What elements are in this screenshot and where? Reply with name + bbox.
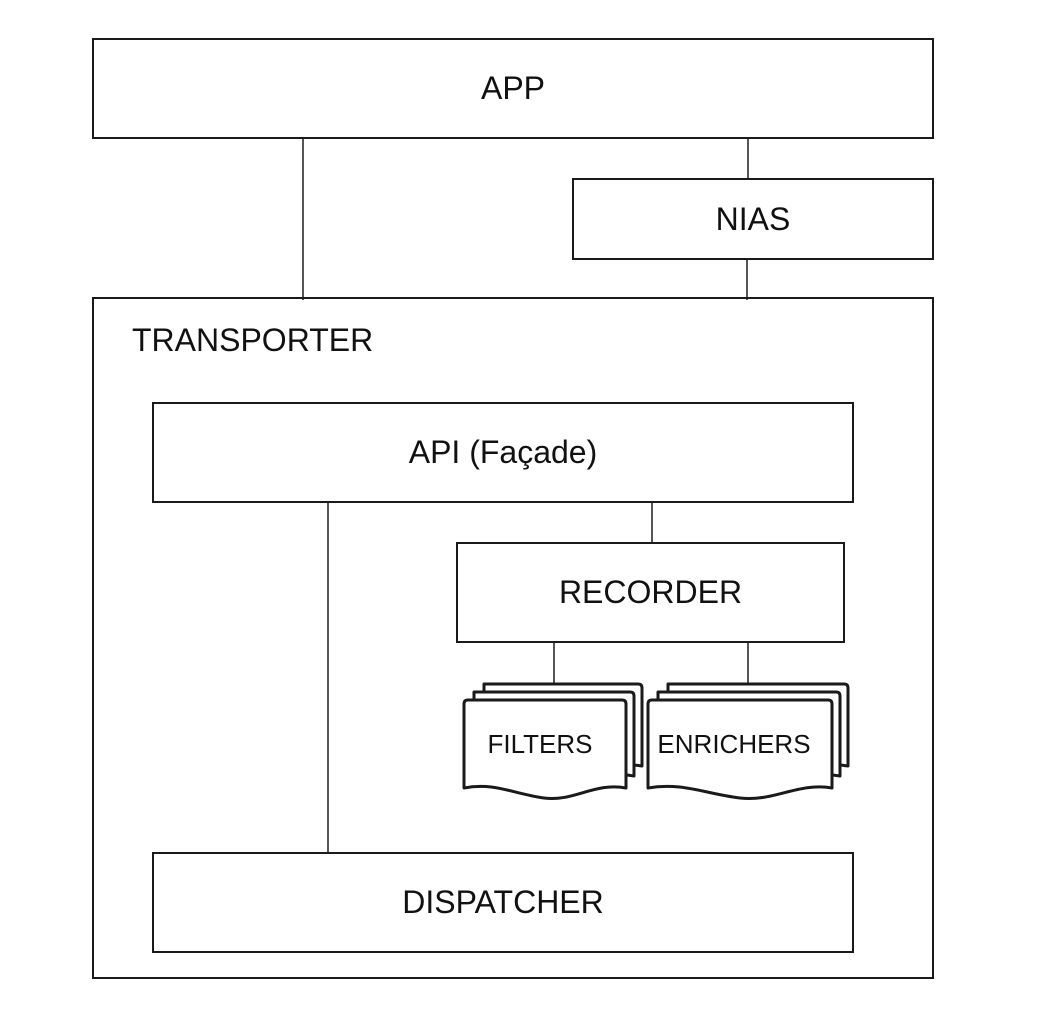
app-label: APP bbox=[480, 70, 546, 106]
app-to-transporter-connector bbox=[302, 138, 304, 300]
enrichers-label: ENRICHERS bbox=[657, 729, 810, 759]
api-facade-box: API (Façade) bbox=[152, 402, 854, 503]
transporter-label: TRANSPORTER bbox=[132, 322, 374, 358]
api-facade-label: API (Façade) bbox=[408, 434, 598, 470]
api-to-dispatcher-connector bbox=[327, 502, 329, 854]
recorder-box: RECORDER bbox=[456, 542, 845, 643]
filters-label: FILTERS bbox=[488, 729, 593, 759]
enrichers-multi-document: ENRICHERS bbox=[646, 682, 850, 801]
api-to-recorder-connector bbox=[651, 502, 653, 544]
nias-box: NIAS bbox=[572, 178, 934, 260]
filters-multi-document: FILTERS bbox=[462, 682, 644, 801]
recorder-label: RECORDER bbox=[558, 574, 743, 610]
dispatcher-box: DISPATCHER bbox=[152, 852, 854, 953]
nias-label: NIAS bbox=[715, 200, 791, 237]
app-to-nias-connector bbox=[747, 138, 749, 180]
dispatcher-label: DISPATCHER bbox=[402, 884, 604, 920]
nias-to-transporter-connector bbox=[746, 258, 748, 300]
recorder-to-filters-connector bbox=[553, 642, 555, 686]
transporter-container bbox=[92, 297, 934, 979]
recorder-to-enrichers-connector bbox=[747, 642, 749, 686]
app-box: APP bbox=[92, 38, 934, 139]
